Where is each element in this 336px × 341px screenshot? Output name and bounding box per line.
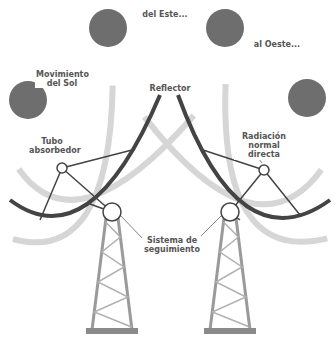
lattice-brace xyxy=(212,222,249,327)
absorber-tubes xyxy=(57,163,269,175)
leader-lines xyxy=(121,158,262,238)
towers xyxy=(92,218,250,330)
tower-bases xyxy=(86,328,256,334)
part-label: Radiación normal directa xyxy=(234,132,294,160)
direction-label: al Oeste... xyxy=(250,40,304,49)
lattice-brace xyxy=(94,222,131,327)
direction-label: del Este... xyxy=(138,10,192,19)
part-label: Sistema de seguimiento xyxy=(142,236,202,254)
part-label: Tubo absorbedor xyxy=(28,137,76,155)
part-label: Reflector xyxy=(147,84,193,93)
ghost-troughs xyxy=(0,69,336,255)
tower-lattice xyxy=(94,222,249,327)
sun-positions xyxy=(9,9,326,119)
sun-label: Movimiento del Sol xyxy=(35,70,89,88)
reflector-troughs xyxy=(10,95,330,218)
